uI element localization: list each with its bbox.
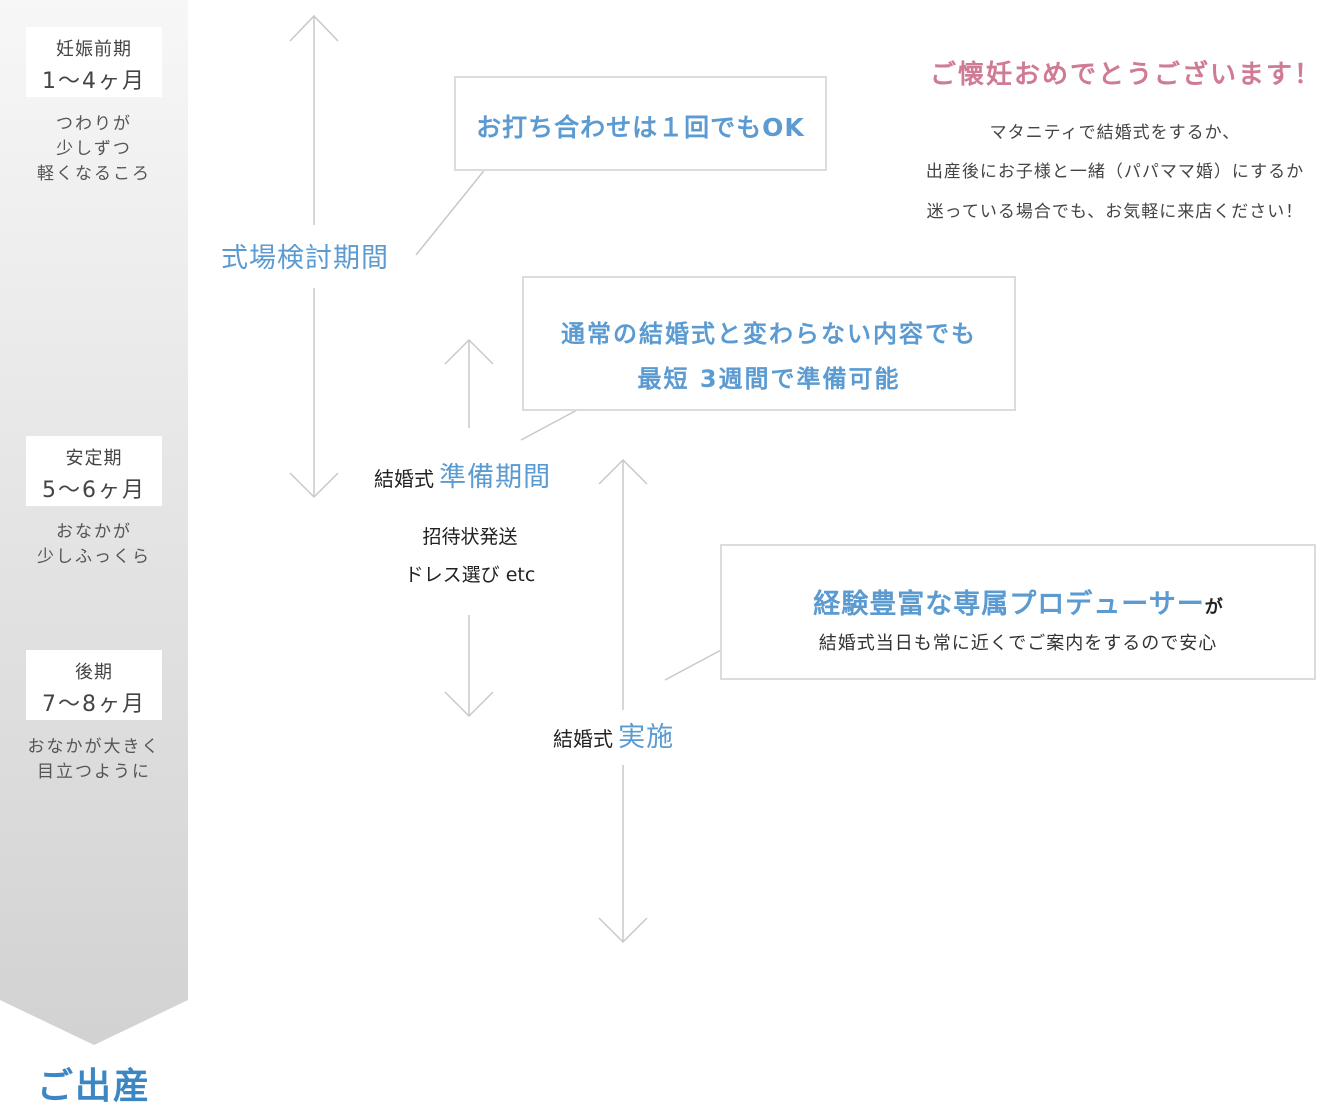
venue-arrow-down-head	[289, 472, 339, 499]
congrats-line: 迷っている場合でも、お気軽に来店ください！	[926, 202, 1304, 222]
period-name: 安定期	[65, 448, 123, 469]
speed-line1: 通常の結婚式と変わらない内容でも	[561, 320, 977, 348]
congrats-line: 出産後にお子様と一緒（パパママ婚）にするか	[925, 162, 1305, 182]
period-desc-line: 少しずつ	[56, 139, 132, 159]
prep-phase-label: 結婚式 準備期間	[374, 455, 551, 494]
venue-arrow-up-head	[289, 14, 339, 42]
producer-line2: 結婚式当日も常に近くでご案内をするので安心	[818, 633, 1218, 654]
period-months: 5〜6ヶ月	[42, 478, 146, 503]
period-name: 後期	[75, 662, 113, 683]
congrats-title: ご懐妊おめでとうございます！	[929, 60, 1322, 90]
period-desc-line: 目立つように	[37, 762, 151, 782]
period-name: 妊娠前期	[56, 39, 132, 60]
period-late: 後期 7〜8ヶ月	[26, 650, 162, 720]
period-stable: 安定期 5〜6ヶ月	[26, 436, 162, 506]
period-months: 1〜4ヶ月	[42, 69, 146, 94]
period-desc-line: おなかが大きく	[27, 737, 161, 757]
producer-line1: 経験豊富な専属プロデューサーが	[722, 582, 1314, 621]
exec-arrow-down-head	[598, 917, 648, 944]
period-desc-line: 少しふっくら	[37, 547, 151, 567]
execution-phase-label: 結婚式 実施	[553, 715, 674, 754]
prep-task: 招待状発送	[422, 526, 518, 548]
prep-arrow-down-head	[444, 691, 494, 718]
exec-arrow-up-head	[598, 458, 648, 485]
prep-prefix: 結婚式	[374, 467, 434, 491]
speed-line2: 最短 3週間で準備可能	[637, 365, 901, 393]
venue-phase-label: 式場検討期間	[221, 243, 389, 274]
period-desc-early: つわりが 少しずつ 軽くなるころ	[0, 112, 188, 187]
timeline-bar	[0, 0, 188, 1045]
meeting-text: お打ち合わせは１回でもOK	[476, 113, 805, 142]
producer-suffix: が	[1204, 597, 1223, 618]
period-desc-line: おなかが	[56, 522, 132, 542]
prep-task: ドレス選び etc	[404, 564, 536, 586]
period-early: 妊娠前期 1〜4ヶ月	[26, 27, 162, 97]
producer-highlight: 経験豊富な専属プロデューサー	[813, 589, 1205, 620]
period-desc-line: つわりが	[56, 114, 132, 134]
period-desc-line: 軽くなるころ	[37, 164, 151, 184]
period-desc-late: おなかが大きく 目立つように	[0, 735, 188, 785]
execution-label: 実施	[618, 722, 675, 753]
congrats-line: マタニティで結婚式をするか、	[989, 123, 1241, 143]
birth-label: ご出産	[36, 1066, 151, 1107]
prep-arrow-up-head	[444, 338, 494, 365]
meeting-callout: お打ち合わせは１回でもOK	[454, 76, 827, 171]
speed-callout: 通常の結婚式と変わらない内容でも 最短 3週間で準備可能	[522, 276, 1016, 411]
period-months: 7〜8ヶ月	[42, 692, 146, 717]
prep-tasks: 招待状発送 ドレス選び etc	[370, 518, 570, 594]
period-desc-stable: おなかが 少しふっくら	[0, 520, 188, 570]
producer-callout: 経験豊富な専属プロデューサーが 結婚式当日も常に近くでご案内をするので安心	[720, 544, 1316, 680]
prep-label: 準備期間	[439, 462, 552, 493]
meeting-connector	[415, 156, 496, 256]
execution-prefix: 結婚式	[553, 727, 613, 751]
